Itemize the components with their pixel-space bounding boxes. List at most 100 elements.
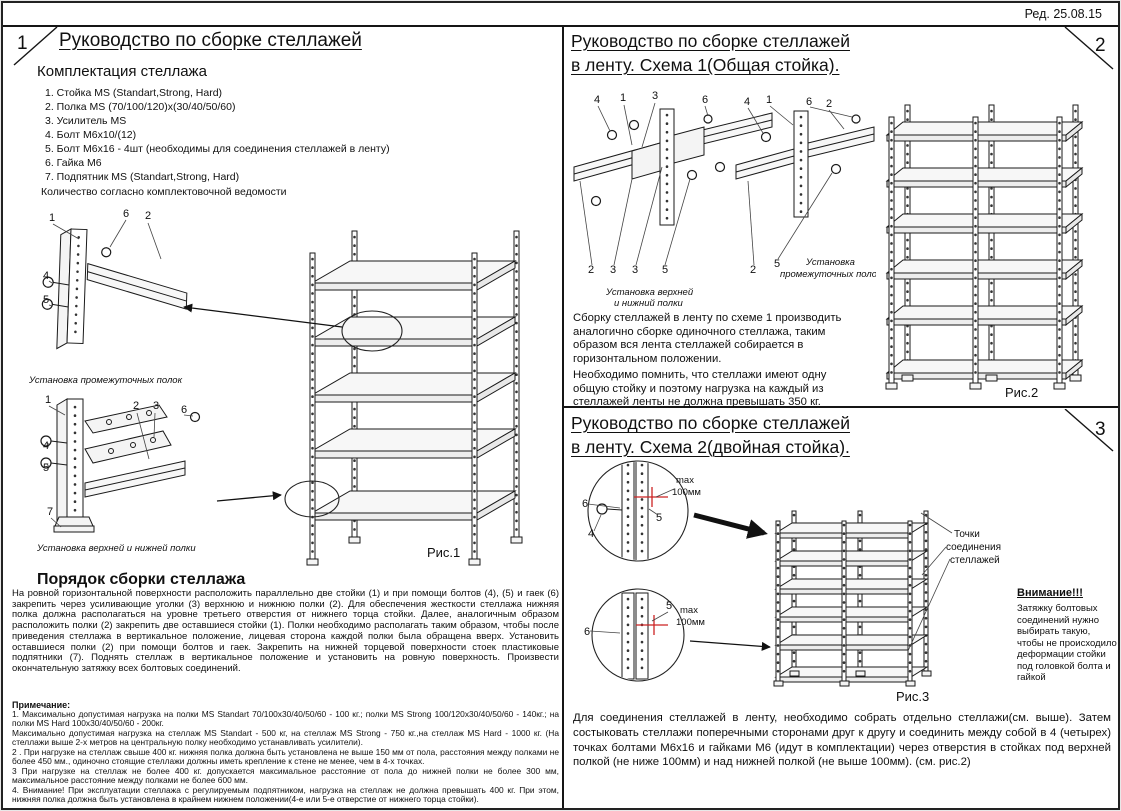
callout-number: 3	[652, 90, 658, 102]
scheme2-diagram: 6 4 5 max 100мм 6 5 max 100мм	[582, 460, 1001, 704]
callout-number: 1	[766, 94, 772, 106]
section2-corner-tab: 2	[1064, 27, 1114, 70]
connection-points-label: Точки	[954, 529, 980, 540]
dimension-max: max	[680, 605, 698, 616]
detail-intermediate-shelf	[41, 228, 188, 350]
callout-number: 5	[774, 258, 780, 270]
parts-list-item: 1. Стойка MS (Standart,Strong, Hard)	[45, 87, 223, 99]
callout-number: 6	[702, 94, 708, 106]
parts-list: 1. Стойка MS (Standart,Strong, Hard) 2. …	[45, 86, 390, 184]
callout-number: 1	[620, 92, 626, 104]
callout-number: 6	[181, 404, 187, 416]
revision-label: Ред. 25.08.15	[1024, 7, 1102, 21]
callout-number: 4	[594, 94, 600, 106]
callout-number: 1	[45, 394, 51, 406]
connection-points-label: соединения	[946, 542, 1001, 553]
parts-list-item: 7. Подпятник MS (Standart,Strong, Hard)	[45, 171, 240, 183]
callout-number: 4	[744, 96, 750, 108]
detail-caption: промежуточных полок	[780, 269, 876, 280]
warning-title: Внимание!!!	[1017, 587, 1083, 599]
section2-title: Руководство по сборке стеллажей в ленту.…	[571, 29, 850, 77]
figure2-diagram: Рис.2	[885, 104, 1084, 400]
section2-body: Сборку стеллажей в ленту по схеме 1 прои…	[573, 312, 865, 413]
callout-number: 2	[145, 210, 151, 222]
section3-title-line2: в ленту. Схема 2(двойная стойка).	[571, 437, 850, 457]
callout-number: 3	[153, 400, 159, 412]
section1-number: 1	[17, 33, 28, 54]
dimension-max: max	[676, 475, 694, 486]
callout-number: 5	[656, 512, 662, 524]
callout-number: 5	[43, 462, 49, 474]
assembly-order-text: На ровной горизонтальной поверхности рас…	[12, 588, 559, 675]
callout-number: 2	[750, 264, 756, 276]
section3-title: Руководство по сборке стеллажей в ленту.…	[571, 411, 850, 459]
callout-number: 6	[806, 96, 812, 108]
callout-number: 5	[43, 294, 49, 306]
section2-paragraph-2: Необходимо помнить, что стеллажи имеют о…	[573, 369, 827, 409]
callout-number: 2	[588, 264, 594, 276]
section1-title: Руководство по сборке стеллажей	[59, 30, 362, 51]
callout-number: 5	[662, 264, 668, 276]
detail-caption: Установка верхней	[605, 287, 694, 298]
callout-number: 6	[584, 626, 590, 638]
rack-figure-1	[284, 230, 523, 566]
right-horizontal-divider	[563, 406, 1118, 408]
callout-number: 7	[47, 506, 53, 518]
warning-text: Затяжку болтовых соединений нужно выбира…	[1017, 603, 1117, 684]
callout-number: 4	[588, 528, 594, 540]
double-post-detail-bottom	[621, 592, 649, 680]
parts-list-item: 6. Гайка М6	[45, 157, 102, 169]
section2-paragraph-1: Сборку стеллажей в ленту по схеме 1 прои…	[573, 312, 842, 365]
callout-number: 1	[49, 212, 55, 224]
warning-block: Внимание!!! Затяжку болтовых соединений …	[1017, 587, 1117, 684]
figure3-caption: Рис.3	[896, 689, 929, 704]
callout-number: 6	[582, 498, 588, 510]
vertical-divider	[562, 25, 564, 808]
parts-list-item: 3. Усилитель MS	[45, 115, 127, 127]
rack-figure-2	[885, 104, 1084, 390]
detail-caption: и нижний полки	[614, 298, 684, 309]
band-joint-detail-a	[573, 108, 773, 226]
detail-circle-top	[587, 460, 689, 562]
detail-top-bottom-shelf	[40, 398, 201, 533]
connection-points-label: стеллажей	[950, 555, 1000, 566]
section2-number: 2	[1095, 35, 1106, 56]
rack-figure-3	[773, 510, 932, 687]
parts-list-item: 4. Болт М6х10/(12)	[45, 129, 137, 141]
callout-number: 5	[666, 600, 672, 612]
dimension-value: 100мм	[672, 487, 701, 498]
parts-list-item: 2. Полка MS (70/100/120)х(30/40/50/60)	[45, 101, 236, 113]
double-post-detail-top	[621, 462, 649, 560]
top-rule	[3, 25, 1118, 27]
notes-block: 1. Максимально допустимая нагрузка на по…	[12, 709, 559, 805]
note-item: Максимально допустимая нагрузка на стелл…	[12, 727, 559, 748]
note-item: 2 . При нагрузке на стеллаж свыше 400 кг…	[12, 746, 559, 767]
section3-title-line1: Руководство по сборке стеллажей	[571, 413, 850, 433]
detail-caption: Установка промежуточных полок	[28, 375, 183, 386]
detail-caption: Установка верхней и нижней полки	[36, 543, 196, 554]
detail-caption: Установка	[805, 257, 855, 268]
section3-body: Для соединения стеллажей в ленту, необхо…	[573, 712, 1111, 769]
parts-note: Количество согласно комплектовочной ведо…	[41, 186, 287, 198]
section2-title-line2: в ленту. Схема 1(Общая стойка).	[571, 55, 840, 75]
notes-title: Примечание:	[12, 700, 71, 710]
section3-number: 3	[1095, 419, 1106, 440]
assembly-order-title: Порядок сборки стеллажа	[37, 571, 246, 588]
figure1-caption: Рис.1	[427, 545, 460, 560]
section1-corner-tab: 1	[13, 27, 58, 66]
callout-number: 4	[43, 270, 49, 282]
callout-number: 2	[133, 400, 139, 412]
callout-number: 2	[826, 98, 832, 110]
parts-list-item: 5. Болт М6х16 - 4шт (необходимы для соед…	[45, 143, 390, 155]
detail-circle-bottom	[591, 588, 685, 682]
note-item: 1. Максимально допустимая нагрузка на по…	[12, 709, 559, 729]
callout-number: 6	[123, 208, 129, 220]
dimension-value: 100мм	[676, 617, 705, 628]
scheme1-details-diagram: 4 1 3 6 2 3 3 5 Установка верхней и нижн…	[573, 90, 876, 309]
callout-number: 4	[43, 440, 49, 452]
parts-list-title: Комплектация стеллажа	[37, 63, 207, 80]
figure2-caption: Рис.2	[1005, 385, 1038, 400]
callout-number: 3	[632, 264, 638, 276]
note-item: 4. Внимание! При эксплуатации стеллажа с…	[12, 784, 559, 805]
